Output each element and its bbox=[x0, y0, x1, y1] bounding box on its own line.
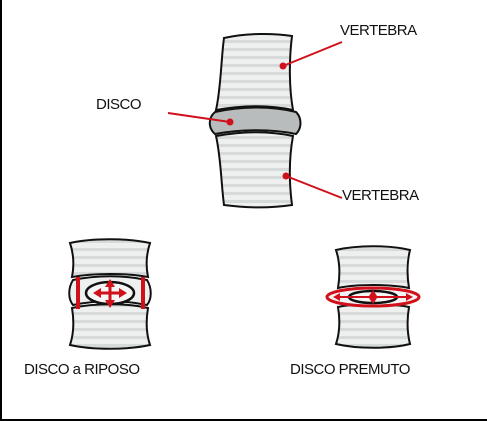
lower-vertebra bbox=[214, 131, 295, 209]
pointer-dot-vertebra-top bbox=[279, 62, 287, 70]
leader-line-vertebra-top bbox=[282, 41, 343, 67]
leader-line-disc bbox=[167, 112, 231, 123]
leader-line-vertebra-bottom bbox=[285, 175, 343, 199]
label-disc-pressed: DISCO PREMUTO bbox=[290, 361, 410, 378]
disc-pressed-illustration bbox=[325, 245, 421, 349]
intervertebral-disc bbox=[208, 106, 302, 136]
pointer-dot-vertebra-bottom bbox=[282, 172, 290, 180]
pointer-dot-disc bbox=[226, 118, 234, 126]
label-disc: DISCO bbox=[96, 96, 142, 113]
disc-at-rest-illustration bbox=[68, 238, 152, 350]
label-disc-at-rest: DISCO a RIPOSO bbox=[24, 361, 140, 378]
label-vertebra-bottom: VERTEBRA bbox=[342, 187, 419, 204]
upper-vertebra bbox=[214, 32, 295, 112]
label-vertebra-top: VERTEBRA bbox=[340, 22, 417, 39]
